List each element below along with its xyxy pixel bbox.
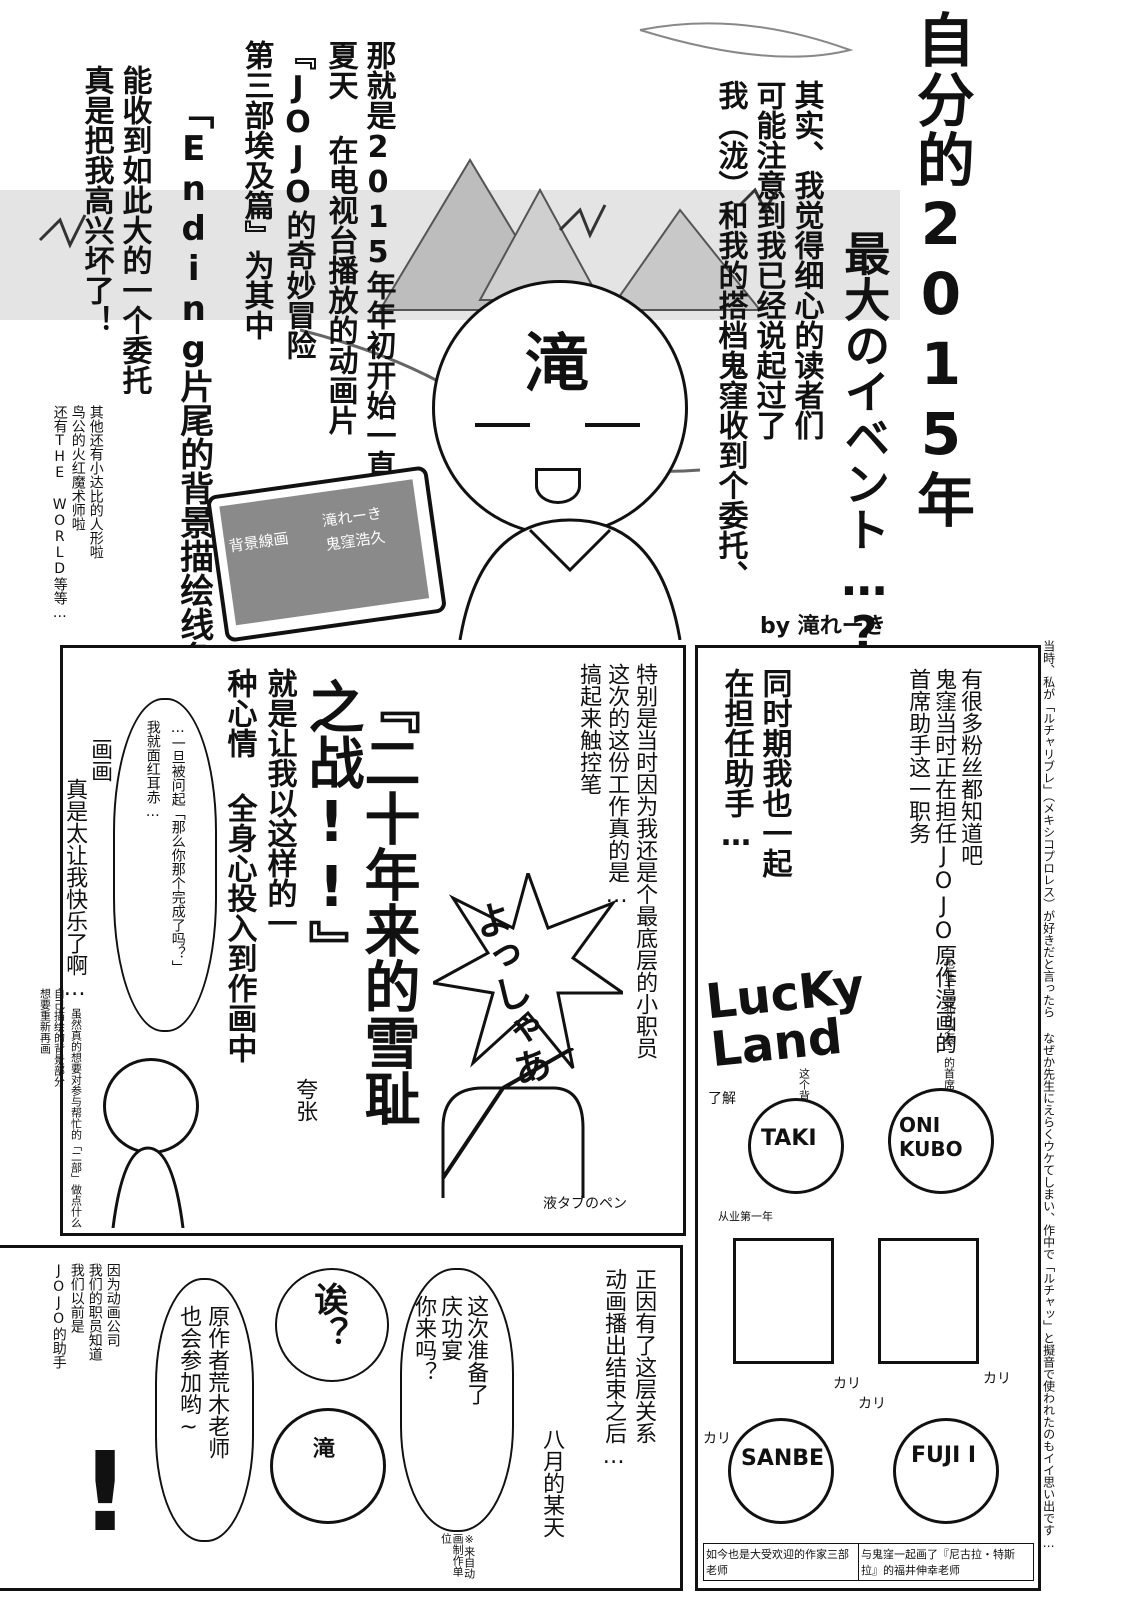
- narration-col-1: 其实、我觉得细心的读者们: [788, 80, 824, 440]
- small-first-year: 从业第一年: [718, 1210, 773, 1223]
- kari-3: カリ: [703, 1431, 731, 1447]
- bottom-head: 滝: [270, 1408, 386, 1524]
- pyramid-background: [0, 22, 900, 473]
- character-label: 滝: [525, 328, 589, 402]
- note-col-2: 鸟公的火红魔术师啦: [69, 405, 86, 531]
- sfx-burst: [433, 873, 623, 1069]
- speech-bubble-left: …一旦被问起「那么你那个完成了吗？」 我就面红耳赤…: [113, 698, 217, 1032]
- small-hokuto: 也在干「北斗之拳」的首席: [942, 958, 956, 1090]
- happy-col-2: 真是把我高兴坏了！: [78, 65, 114, 335]
- caption-fujii: 与鬼窪一起画了『尼古拉・特斯拉』的福井伸幸老师: [858, 1543, 1034, 1581]
- ending-label: 「Ending片尾的背景描绘线条」: [173, 95, 214, 709]
- party-text-3: 你来吗？: [411, 1295, 437, 1383]
- head-taki: TAKI: [748, 1098, 844, 1194]
- bubble-text-2: 我就面红耳赤…: [144, 720, 161, 820]
- right-col-4: 鬼窪当时正在担任JOJO原作漫画的: [931, 668, 957, 1054]
- araki-text-1: 原作者荒木老师: [204, 1305, 230, 1459]
- lucky-land: LucKy Land: [703, 958, 867, 1079]
- side-note: 当時、私が「ルチャリブレ」（メキシコプロレス）が好きだと言ったら なぜか先生にえ…: [1041, 640, 1056, 1550]
- mid-right-panel: 同时期我也一起 在担任助手… 有很多粉丝都知道吧 鬼窪当时正在担任JOJO原作漫…: [695, 645, 1041, 1591]
- pen-label: 液タブのペン: [543, 1196, 627, 1212]
- kari-2: カリ: [858, 1396, 886, 1412]
- eye-right: [585, 423, 640, 427]
- day-label: 八月的某天: [539, 1428, 565, 1538]
- exclamation: !: [80, 1428, 131, 1556]
- head-onikubo-label: ONI KUBO: [899, 1113, 963, 1161]
- character-body: [458, 518, 682, 640]
- narration2-col-2: 夏天 在电视台播放的动画片: [322, 40, 358, 435]
- mid-col-3c: 搞起来触控笔: [576, 663, 602, 795]
- mid-left-panel: 就是让我以这样的一 种心情 全身心投入到作画中 『二十年来的雪耻之战!!』 夸张…: [39, 645, 686, 1236]
- bottom-col-2: 我们的职员知道: [86, 1263, 103, 1361]
- head-onikubo: ONI KUBO: [888, 1088, 994, 1194]
- monitor-right: [878, 1238, 979, 1364]
- right-col-1: 同时期我也一起: [756, 668, 792, 878]
- monitor: 背景線画 滝れーき 鬼窪浩久: [205, 465, 448, 643]
- kari-1: カリ: [833, 1376, 861, 1392]
- bottom-col-1: 因为动画公司: [104, 1263, 121, 1347]
- monitor-screen: 背景線画 滝れーき 鬼窪浩久: [219, 479, 430, 626]
- draw-text-2: 真是太让我快乐了啊…: [62, 778, 88, 1001]
- fist-pen: [441, 1048, 585, 1198]
- top-panel: 自分的2015年 最大のイベント…? by 滝れーき 其实、我觉得细心的读者们 …: [0, 0, 1138, 709]
- narration-col-3: 我（泷）和我的搭档鬼窪收到个委托、: [712, 80, 748, 590]
- narration2-col-4: 第三部埃及篇』为其中: [238, 40, 274, 340]
- happy-col-1: 能收到如此大的一个委托: [116, 65, 152, 395]
- mid-col-3a: 特别是当时因为我还是个最底层的小职员: [632, 663, 658, 1059]
- exaggeration-note: 夸张: [292, 1078, 318, 1122]
- bottom-col-4: 我们以前是: [68, 1263, 85, 1333]
- monitor-left: [733, 1238, 834, 1364]
- screen-text-1: 背景線画: [227, 529, 290, 556]
- screen-text-3: 鬼窪浩久: [324, 527, 387, 554]
- bottom-head-label: 滝: [313, 1437, 336, 1462]
- bubble-text-1: …一旦被问起「那么你那个完成了吗？」: [169, 720, 186, 974]
- right-col-2: 在担任助手…: [718, 668, 754, 853]
- bubble-eh: 诶？: [275, 1268, 389, 1382]
- head-fujii: FUJI I: [893, 1418, 999, 1524]
- from-label: ※来自动画制作单位: [439, 1533, 476, 1579]
- party-text-1: 这次准备了: [463, 1295, 489, 1405]
- byline: by 滝れーき: [760, 614, 886, 639]
- narration-col-2: 可能注意到我已经说起过了: [750, 80, 786, 440]
- araki-text-2: 也会参加哟~: [176, 1305, 202, 1440]
- banner: 『二十年来的雪耻之战!!』: [299, 678, 420, 1126]
- mid-col-1: 就是让我以这样的一: [261, 668, 297, 938]
- note-col-3: 还有THE WORLD等等…: [51, 405, 68, 621]
- mouth: [535, 468, 581, 504]
- bubble-party: 这次准备了 庆功宴 你来吗？: [400, 1268, 514, 1532]
- small-understood: 了解: [708, 1091, 736, 1107]
- eh-text: 诶？: [307, 1282, 348, 1350]
- right-col-3: 有很多粉丝都知道吧: [957, 668, 983, 866]
- draw-text-1: 画画: [87, 738, 113, 782]
- small-note-3: 虽然真的想要对参与帮忙的「二部」做点什么: [69, 1008, 83, 1228]
- head-taki-label: TAKI: [761, 1126, 817, 1151]
- right-col-a: 正因有了这层关系: [631, 1268, 657, 1444]
- bubble-araki: 原作者荒木老师 也会参加哟~: [155, 1278, 254, 1542]
- character-head: 滝: [432, 280, 688, 536]
- mid-col-3b: 这次的这份工作真的是…: [604, 663, 630, 908]
- narration2-col-3: 『JOJO的奇妙冒险: [280, 40, 316, 360]
- head-sanbe: SANBE: [728, 1418, 834, 1524]
- right-col-b: 动画播出结束之后…: [601, 1268, 627, 1469]
- sweating-figure-body: [111, 1146, 185, 1228]
- caption-sanbe: 如今也是大受欢迎的作家三部老师: [703, 1543, 859, 1581]
- title-main: 自分的2015年: [906, 10, 975, 530]
- title-sub: 最大のイベント…?: [837, 230, 892, 660]
- small-note-1: 自己描绘的背景部分: [52, 988, 66, 1087]
- bottom-panel: 因为动画公司 我们的职员知道 JOJO的助手 我们以前是 ! 原作者荒木老师 也…: [0, 1245, 683, 1591]
- small-note-2: 想要重新再画: [38, 988, 52, 1054]
- note-col-1: 其他还有小达比的人形啦: [87, 405, 104, 559]
- mid-col-2: 种心情 全身心投入到作画中: [221, 668, 257, 1063]
- head-fujii-label: FUJI I: [911, 1443, 977, 1468]
- eye-left: [475, 423, 530, 427]
- kari-4: カリ: [983, 1371, 1011, 1387]
- right-col-5: 首席助手这一职务: [905, 668, 931, 844]
- bottom-col-3: JOJO的助手: [50, 1263, 67, 1369]
- head-sanbe-label: SANBE: [741, 1446, 825, 1471]
- party-text-2: 庆功宴: [437, 1295, 463, 1361]
